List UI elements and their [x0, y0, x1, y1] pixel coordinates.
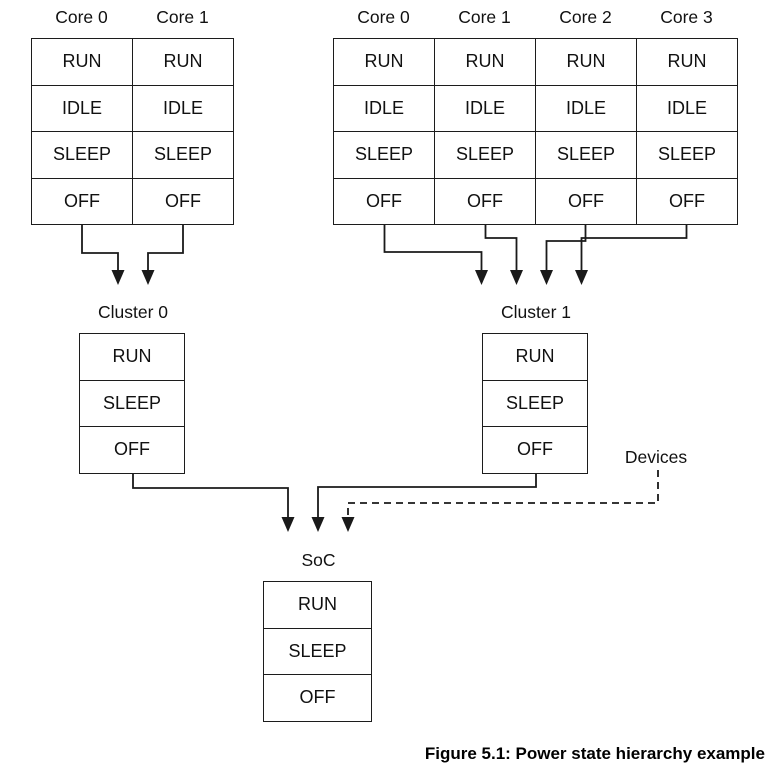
cluster0-label: Cluster 0 [97, 302, 169, 322]
state-cell: SLEEP [483, 380, 588, 427]
state-cell: RUN [264, 582, 372, 629]
state-cell: OFF [264, 675, 372, 722]
state-cell: OFF [637, 178, 738, 225]
core-header: Core 0 [357, 7, 410, 27]
arrow-line-right-core0-to-cluster1 [383, 223, 483, 272]
state-cell: SLEEP [264, 628, 372, 675]
core-header: Core 1 [156, 7, 209, 27]
state-cell: IDLE [536, 85, 637, 132]
state-cell: IDLE [435, 85, 536, 132]
state-cell: IDLE [133, 85, 234, 132]
state-cell: SLEEP [334, 132, 435, 179]
arrowhead-cluster1-d [575, 270, 588, 285]
arrowhead-cluster0-b [141, 270, 155, 285]
core-header: Core 3 [660, 7, 713, 27]
state-cell: SLEEP [80, 380, 185, 427]
state-cell: OFF [334, 178, 435, 225]
state-cell: SLEEP [133, 132, 234, 179]
arrow-line-cluster0-to-soc [132, 472, 289, 519]
state-cell: SLEEP [536, 132, 637, 179]
state-cell: OFF [483, 427, 588, 474]
arrow-line-left-core1-to-cluster0 [147, 224, 184, 272]
arrowhead-soc-devices [341, 517, 355, 532]
state-cell: RUN [32, 39, 133, 86]
state-cell: IDLE [637, 85, 738, 132]
arrowhead-soc-a [281, 517, 295, 532]
state-cell: RUN [80, 334, 185, 381]
arrow-line-right-core1-to-cluster1 [484, 223, 518, 272]
soc-label: SoC [301, 550, 336, 570]
state-cell: OFF [536, 178, 637, 225]
arrow-line-cluster1-to-soc [317, 472, 537, 519]
devices-label: Devices [624, 447, 688, 467]
arrow-line-devices-to-soc-dashed [347, 470, 659, 519]
state-cell: SLEEP [435, 132, 536, 179]
core-header-row: Core 0 Core 1 [31, 6, 234, 28]
state-cell: RUN [536, 39, 637, 86]
state-cell: SLEEP [637, 132, 738, 179]
core-header: Core 2 [559, 7, 612, 27]
state-cell: OFF [80, 427, 185, 474]
state-cell: IDLE [32, 85, 133, 132]
core-header: Core 1 [458, 7, 511, 27]
state-cell: RUN [483, 334, 588, 381]
state-cell: RUN [133, 39, 234, 86]
state-cell: OFF [435, 178, 536, 225]
arrow-line-right-core2-to-cluster1 [545, 223, 587, 272]
figure-caption: Figure 5.1: Power state hierarchy exampl… [424, 744, 765, 763]
cluster1-label: Cluster 1 [500, 302, 572, 322]
state-cell: SLEEP [32, 132, 133, 179]
arrow-line-left-core0-to-cluster0 [81, 224, 119, 272]
state-cell: OFF [32, 178, 133, 225]
state-cell: OFF [133, 178, 234, 225]
arrow-line-right-core3-to-cluster1 [580, 223, 688, 272]
arrowhead-cluster1-c [540, 270, 553, 285]
state-cell: RUN [334, 39, 435, 86]
arrowhead-cluster1-b [510, 270, 523, 285]
arrowhead-cluster1-a [475, 270, 488, 285]
core-header-row: Core 0 Core 1 Core 2 Core 3 [333, 6, 738, 28]
arrowhead-cluster0-a [111, 270, 125, 285]
core-header: Core 0 [55, 7, 108, 27]
state-cell: RUN [435, 39, 536, 86]
arrowhead-soc-b [311, 517, 325, 532]
state-cell: RUN [637, 39, 738, 86]
state-cell: IDLE [334, 85, 435, 132]
